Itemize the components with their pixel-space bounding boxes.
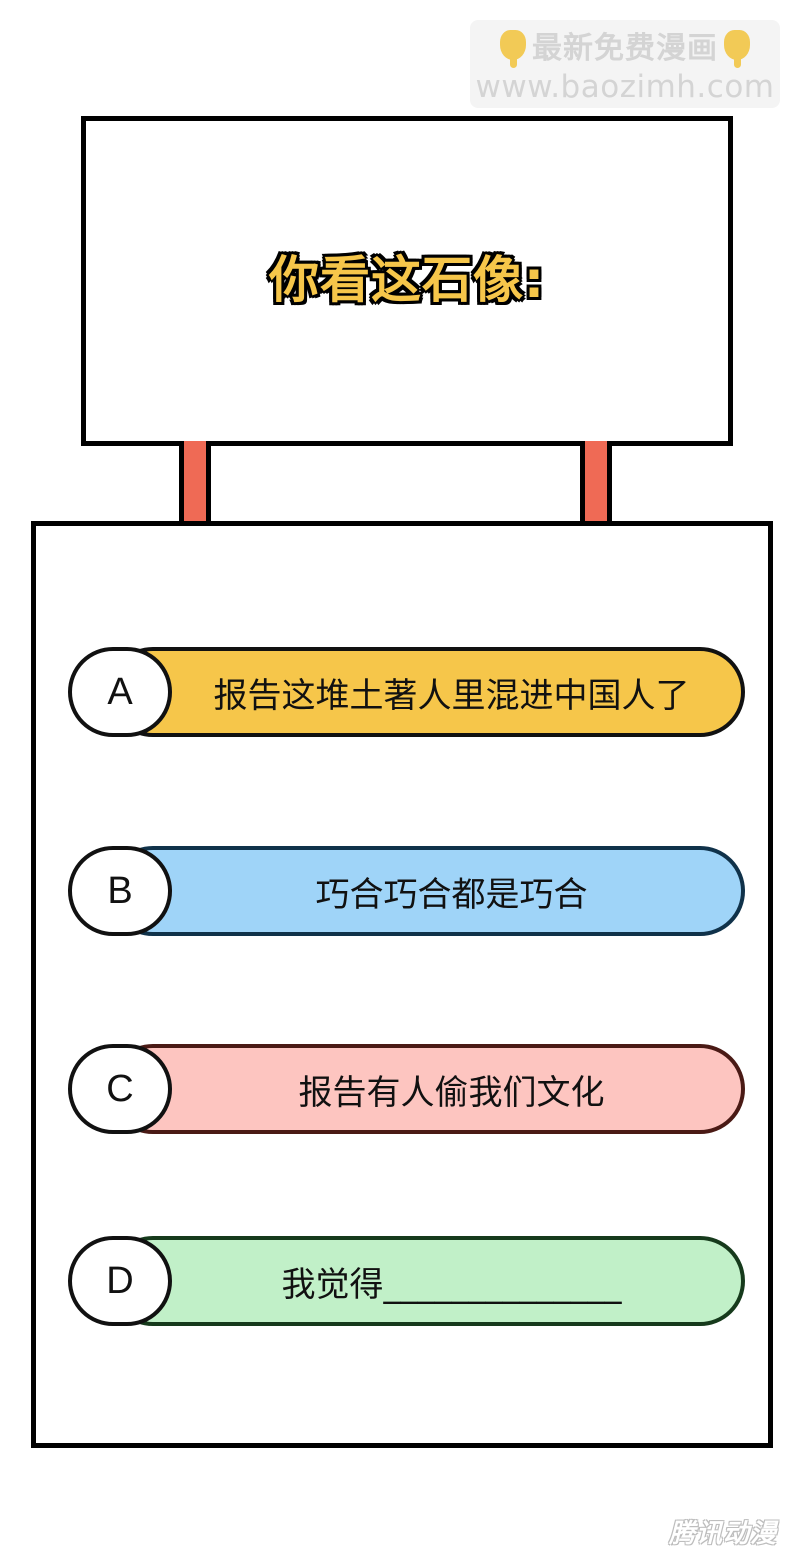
- option-d[interactable]: 我觉得______________ D: [68, 1236, 745, 1326]
- option-a-text[interactable]: 报告这堆土著人里混进中国人了: [108, 647, 745, 737]
- pointing-down-hand-icon: [500, 30, 526, 68]
- option-a[interactable]: 报告这堆土著人里混进中国人了 A: [68, 647, 745, 737]
- option-d-letter[interactable]: D: [68, 1236, 172, 1326]
- publisher-logo: 腾讯动漫: [668, 1518, 777, 1549]
- option-c-text[interactable]: 报告有人偷我们文化: [108, 1044, 745, 1134]
- option-c[interactable]: 报告有人偷我们文化 C: [68, 1044, 745, 1134]
- watermark: 最新免费漫画 www.baozimh.com: [470, 20, 780, 108]
- watermark-line1: 最新免费漫画: [500, 23, 750, 68]
- pointing-down-hand-icon: [724, 30, 750, 68]
- options-board: 报告这堆土著人里混进中国人了 A 巧合巧合都是巧合 B 报告有人偷我们文化 C …: [31, 521, 773, 1448]
- option-b-text[interactable]: 巧合巧合都是巧合: [108, 846, 745, 936]
- watermark-title: 最新免费漫画: [532, 31, 718, 66]
- sign-title: 你看这石像:: [269, 251, 545, 309]
- option-b-letter[interactable]: B: [68, 846, 172, 936]
- sign-board: 你看这石像:: [81, 116, 733, 446]
- watermark-url: www.baozimh.com: [475, 69, 775, 105]
- sign-post-right: [580, 441, 612, 526]
- option-b[interactable]: 巧合巧合都是巧合 B: [68, 846, 745, 936]
- option-a-letter[interactable]: A: [68, 647, 172, 737]
- option-c-letter[interactable]: C: [68, 1044, 172, 1134]
- option-d-text[interactable]: 我觉得______________: [108, 1236, 745, 1326]
- sign-post-left: [179, 441, 211, 526]
